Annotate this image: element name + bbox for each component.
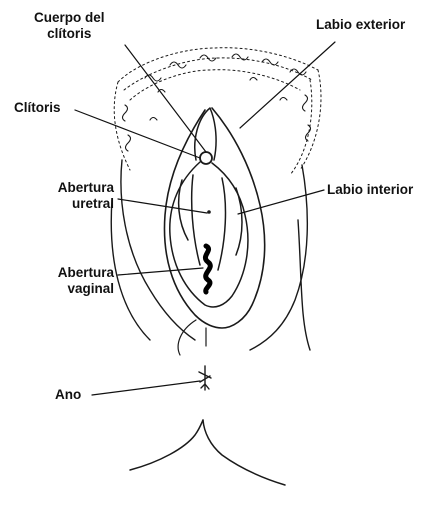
- label-abertura-uretral-line1: Abertura: [16, 180, 114, 196]
- vaginal-opening-shape: [205, 246, 210, 292]
- label-abertura-uretral: Abertura uretral: [16, 180, 114, 212]
- leader-lines: [75, 42, 335, 395]
- label-abertura-vaginal-line2: vaginal: [16, 281, 114, 297]
- label-clitoris-text: Clítoris: [14, 100, 61, 116]
- urethral-opening-shape: [207, 210, 211, 214]
- clitoris-shape: [200, 152, 212, 164]
- label-labio-interior-text: Labio interior: [327, 182, 413, 198]
- pubic-hair-outline: [114, 48, 321, 175]
- label-labio-exterior-text: Labio exterior: [316, 17, 405, 33]
- label-clitoris: Clítoris: [14, 100, 61, 116]
- label-cuerpo-clitoris-line2: clítoris: [34, 26, 105, 42]
- buttocks-outline: [130, 420, 285, 485]
- thigh-outline: [111, 160, 310, 350]
- label-cuerpo-clitoris-line1: Cuerpo del: [34, 10, 105, 26]
- leader-abertura-vaginal: [118, 268, 203, 275]
- leader-labio-interior: [238, 190, 324, 214]
- label-cuerpo-clitoris: Cuerpo del clítoris: [34, 10, 105, 42]
- label-ano-text: Ano: [55, 387, 81, 403]
- label-ano: Ano: [55, 387, 81, 403]
- label-labio-interior: Labio interior: [327, 182, 413, 198]
- leader-abertura-uretral: [118, 199, 207, 213]
- label-abertura-vaginal: Abertura vaginal: [16, 265, 114, 297]
- label-abertura-uretral-line2: uretral: [16, 196, 114, 212]
- leader-ano: [92, 381, 200, 395]
- label-abertura-vaginal-line1: Abertura: [16, 265, 114, 281]
- label-labio-exterior: Labio exterior: [316, 17, 405, 33]
- anus-shape: [199, 366, 211, 390]
- leader-cuerpo-clitoris: [125, 45, 206, 152]
- leader-clitoris: [75, 110, 200, 158]
